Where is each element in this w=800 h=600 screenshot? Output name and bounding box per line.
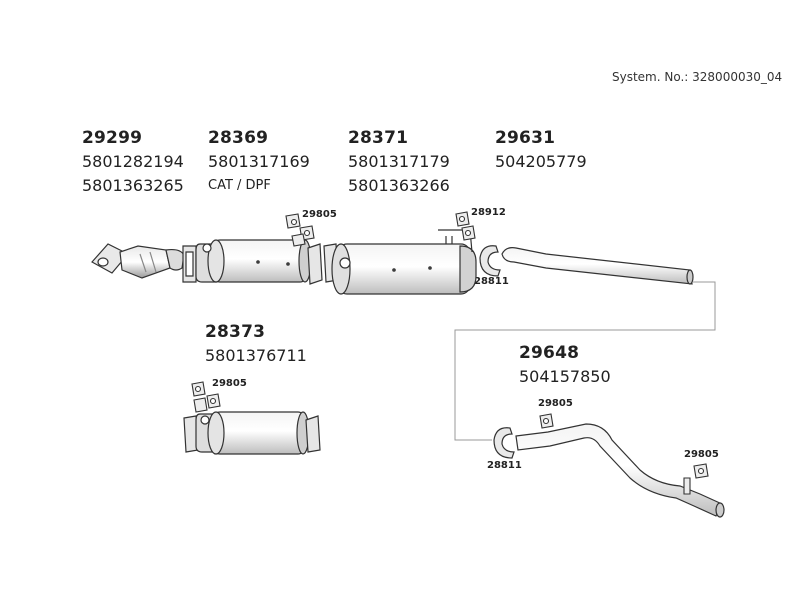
callout-label: 29805	[212, 378, 247, 389]
dpf-cat-28369	[195, 239, 312, 283]
part-note: CAT / DPF	[208, 178, 271, 193]
oem-number: 504205779	[495, 152, 587, 171]
part-ref-28373: 28373	[205, 322, 266, 342]
callout-label: 29805	[538, 398, 573, 409]
callout-label: 29805	[302, 209, 337, 220]
oem-number: 5801317179	[348, 152, 450, 171]
oem-number: 504157850	[519, 367, 611, 386]
front-pipe-29299	[91, 243, 185, 279]
callout-label: 28912	[471, 207, 506, 218]
tail-pipe-29631	[501, 247, 694, 285]
callout-label: 28811	[474, 276, 509, 287]
part-ref-29648: 29648	[519, 343, 580, 363]
rear-tail-pipe-29648	[515, 423, 725, 518]
pipe-clamp-29805-tail	[683, 463, 709, 495]
ring-gasket-28811	[479, 245, 501, 277]
dpf-28373	[183, 411, 321, 455]
part-ref-29631: 29631	[495, 128, 556, 148]
pipe-clamp-29805-lower	[191, 381, 221, 413]
part-ref-28371: 28371	[348, 128, 409, 148]
oem-number: 5801376711	[205, 346, 307, 365]
oem-number: 5801363266	[348, 176, 450, 195]
pipe-clamp-29805	[285, 213, 315, 247]
callout-label: 29805	[684, 449, 719, 460]
part-ref-29299: 29299	[82, 128, 143, 148]
pipe-clamp-29805-rear	[539, 413, 554, 429]
oem-number: 5801282194	[82, 152, 184, 171]
connector-line	[454, 281, 716, 441]
oem-number: 5801317169	[208, 152, 310, 171]
pipe-clamp-28912	[455, 211, 476, 241]
callout-label: 28811	[487, 460, 522, 471]
ring-gasket-28811-rear	[493, 427, 515, 459]
part-ref-28369: 28369	[208, 128, 269, 148]
middle-silencer-28371	[331, 229, 477, 295]
system-number: System. No.: 328000030_04	[612, 70, 783, 84]
oem-number: 5801363265	[82, 176, 184, 195]
flange-clamp	[182, 245, 197, 283]
